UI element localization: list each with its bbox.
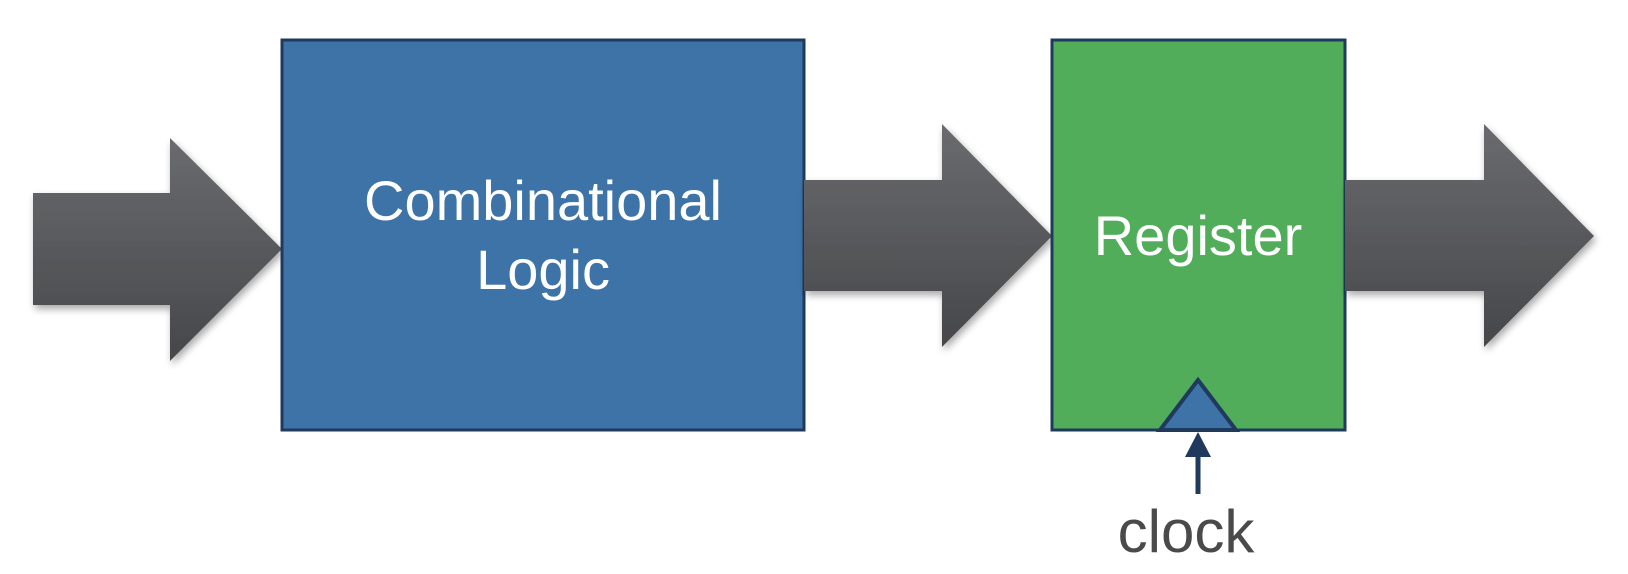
clock-input-arrow xyxy=(1185,432,1211,494)
clock-edge-marker xyxy=(1155,376,1241,432)
register-block: Register xyxy=(1050,38,1347,432)
input-arrow xyxy=(33,138,282,361)
combinational-label-line1: Combinational xyxy=(364,169,722,232)
register-box xyxy=(1050,38,1347,432)
combinational-logic-block: Combinational Logic xyxy=(280,38,806,432)
combinational-logic-box xyxy=(280,38,806,432)
logic-to-register-arrow xyxy=(804,124,1052,347)
register-label: Register xyxy=(1094,204,1303,267)
combinational-label-line2: Logic xyxy=(476,238,610,301)
clock-label: clock xyxy=(1118,498,1256,565)
output-arrow xyxy=(1345,124,1594,347)
clock-arrow-head xyxy=(1185,432,1211,457)
